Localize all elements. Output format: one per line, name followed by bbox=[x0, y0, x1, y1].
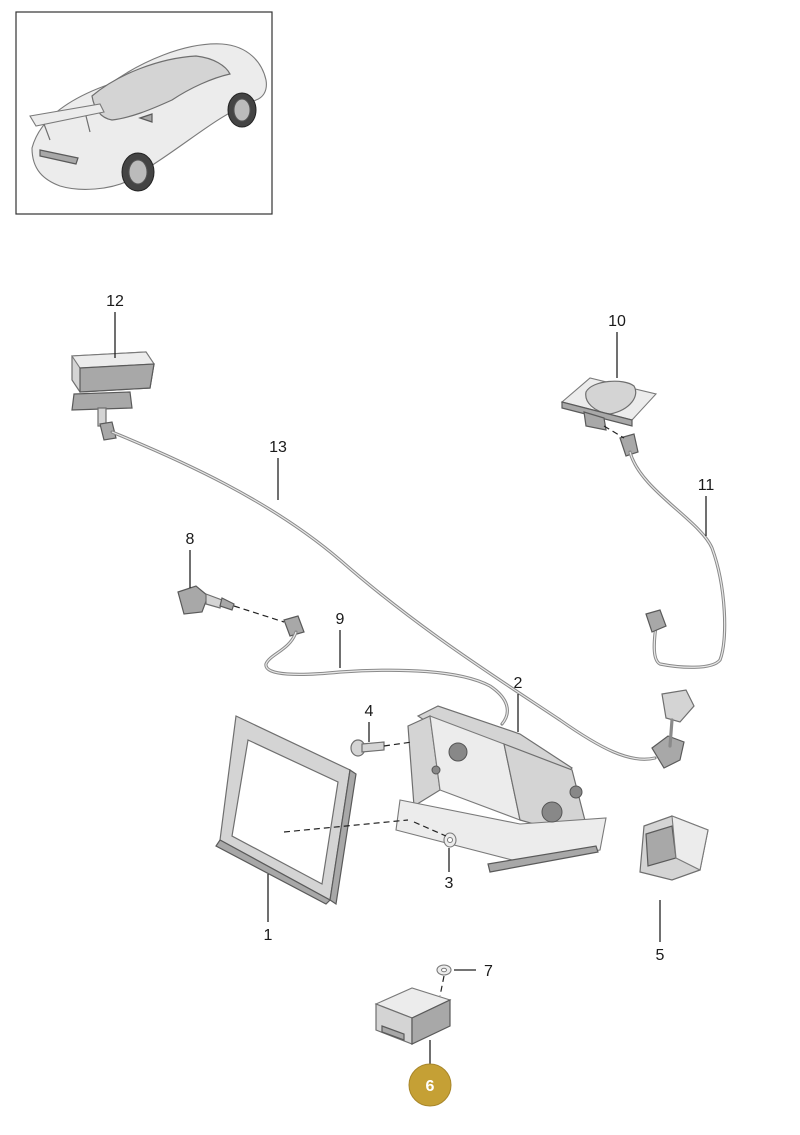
callout-13: 13 bbox=[269, 439, 287, 456]
callout-4: 4 bbox=[365, 703, 374, 720]
part-3-nut bbox=[413, 821, 457, 848]
assembly-line-connector bbox=[233, 605, 285, 623]
callout-7: 7 bbox=[484, 963, 493, 980]
highlight-badge bbox=[408, 1063, 452, 1107]
callout-2: 2 bbox=[514, 675, 523, 692]
callout-12: 12 bbox=[106, 293, 124, 310]
car-illustration bbox=[29, 43, 267, 192]
part-13-cable bbox=[99, 421, 695, 769]
part-9-cable bbox=[264, 615, 509, 726]
callout-5: 5 bbox=[656, 947, 665, 964]
part-1-trim-frame bbox=[215, 715, 357, 906]
part-6-control-unit bbox=[374, 987, 452, 1045]
callout-3: 3 bbox=[445, 875, 454, 892]
callout-10: 10 bbox=[608, 313, 626, 330]
callout-11: 11 bbox=[698, 477, 715, 494]
part-2-mounting-bracket bbox=[395, 705, 607, 873]
part-11-cable bbox=[619, 433, 727, 669]
callout-9: 9 bbox=[336, 611, 345, 628]
leader-lines bbox=[114, 312, 707, 1068]
callout-8: 8 bbox=[186, 531, 195, 548]
part-7-washer bbox=[436, 964, 452, 997]
assembly-line-antenna bbox=[603, 425, 625, 439]
assembly-line-frame bbox=[283, 819, 409, 833]
callouts: 12 10 13 11 8 9 2 4 3 1 5 7 6 bbox=[106, 293, 715, 1107]
part-10-antenna-module bbox=[560, 377, 658, 431]
part-8-connector bbox=[177, 585, 235, 615]
callout-6-highlight: 6 bbox=[408, 1063, 452, 1107]
part-12-control-unit bbox=[71, 351, 155, 427]
callout-1: 1 bbox=[264, 927, 273, 944]
part-5-cover bbox=[639, 815, 709, 881]
part-4-screw bbox=[350, 739, 413, 757]
vehicle-overview-inset bbox=[15, 11, 273, 215]
callout-6: 6 bbox=[426, 1078, 435, 1095]
